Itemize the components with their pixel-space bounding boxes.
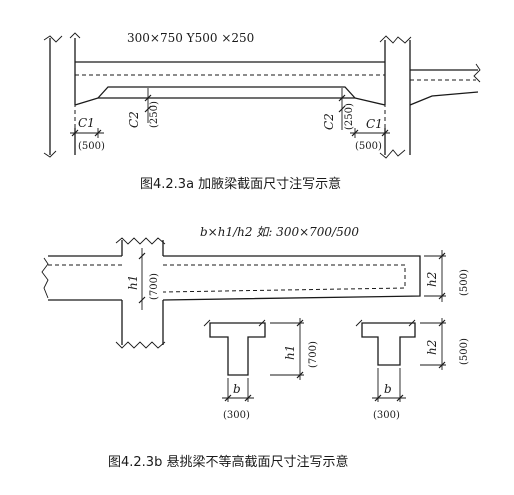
dim-c2-left: C2 (250) [127, 88, 160, 128]
dim-c2-right: C2 (250) [322, 88, 355, 130]
left-column [43, 32, 81, 158]
h2-value: (500) [459, 269, 470, 296]
section-1-h1-value: (700) [308, 341, 319, 368]
c1-label-left: C1 [78, 116, 95, 130]
c1-label-right: C1 [366, 117, 383, 131]
section-2-tee: h2 (500) b (300) [355, 318, 470, 421]
section-2-b-value: (300) [373, 410, 400, 421]
section-2-b-label: b [384, 382, 392, 396]
c2-value-right: (250) [344, 103, 355, 130]
c2-value-left: (250) [149, 101, 160, 128]
c1-value-left: (500) [78, 141, 105, 152]
spec-label-b: b×h1/h2 如: 300×700/500 [200, 225, 359, 239]
column-b [115, 237, 166, 349]
section-1-h1-label: h1 [283, 345, 297, 360]
h2-label: h2 [425, 272, 439, 287]
section-1-b-value: (300) [223, 410, 250, 421]
figure-a-haunched-beam: 300×750 Y500 ×250 C1 (500) C2 (250) C2 (… [43, 31, 481, 192]
break-mark-right [473, 63, 481, 83]
caption-b: 图4.2.3b 悬挑梁不等高截面尺寸注写示意 [108, 454, 348, 470]
dim-c1-right: C1 (500) [350, 117, 390, 152]
c1-value-right: (500) [355, 141, 382, 152]
break-mark-left [41, 257, 49, 299]
haunch-outline [74, 97, 386, 106]
h1-value: (700) [149, 273, 160, 300]
section-1-b-label: b [233, 382, 241, 396]
caption-a: 图4.2.3a 加腋梁截面尺寸注写示意 [140, 176, 341, 192]
figure-b-cantilever-beam: b×h1/h2 如: 300×700/500 h1 (700) h2 (500)… [41, 225, 470, 470]
c2-label-right: C2 [322, 113, 336, 130]
c2-label-left: C2 [127, 111, 141, 128]
dim-c1-left: C1 (500) [70, 116, 105, 152]
section-2-h2-value: (500) [459, 338, 470, 365]
h1-label: h1 [126, 275, 140, 290]
dim-h2-end: h2 (500) [424, 250, 470, 302]
section-2-h2-label: h2 [425, 340, 439, 355]
spec-label-a: 300×750 Y500 ×250 [127, 31, 254, 45]
dim-h1-column: h1 (700) [126, 248, 160, 310]
section-1-tee: h1 (700) b (300) [203, 318, 319, 421]
cantilever-dashed-line [48, 264, 406, 293]
cantilever-beam-outline [48, 255, 421, 301]
